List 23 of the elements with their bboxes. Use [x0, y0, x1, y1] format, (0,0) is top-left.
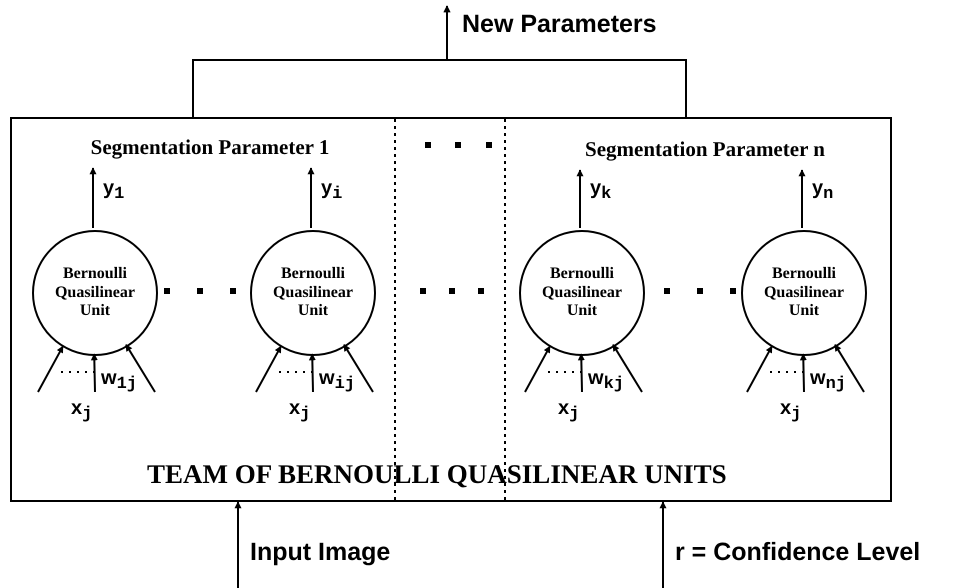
arrow [444, 5, 687, 117]
arrow [612, 344, 643, 393]
arrow [746, 346, 773, 392]
arrow [125, 344, 156, 393]
team-heading: TEAM OF BERNOULLI QUASILINEAR UNITS [147, 461, 727, 488]
arrow [255, 346, 282, 392]
arrow [834, 344, 865, 393]
arrow [578, 353, 585, 392]
arrow [524, 346, 551, 392]
arrow [343, 344, 374, 393]
arrow [90, 167, 96, 228]
arrow [37, 346, 64, 392]
arrow [660, 501, 666, 588]
arrow [234, 501, 242, 588]
arrow [308, 167, 314, 228]
arrow [798, 169, 806, 228]
edge-label: Input Image [250, 540, 390, 565]
arrow [308, 353, 316, 392]
arrow [800, 353, 807, 392]
arrow [576, 169, 584, 228]
arrow [90, 353, 98, 392]
parameter-heading: Segmentation Parameter n [574, 134, 836, 166]
parameter-heading: Segmentation Parameter 1 [80, 132, 340, 164]
